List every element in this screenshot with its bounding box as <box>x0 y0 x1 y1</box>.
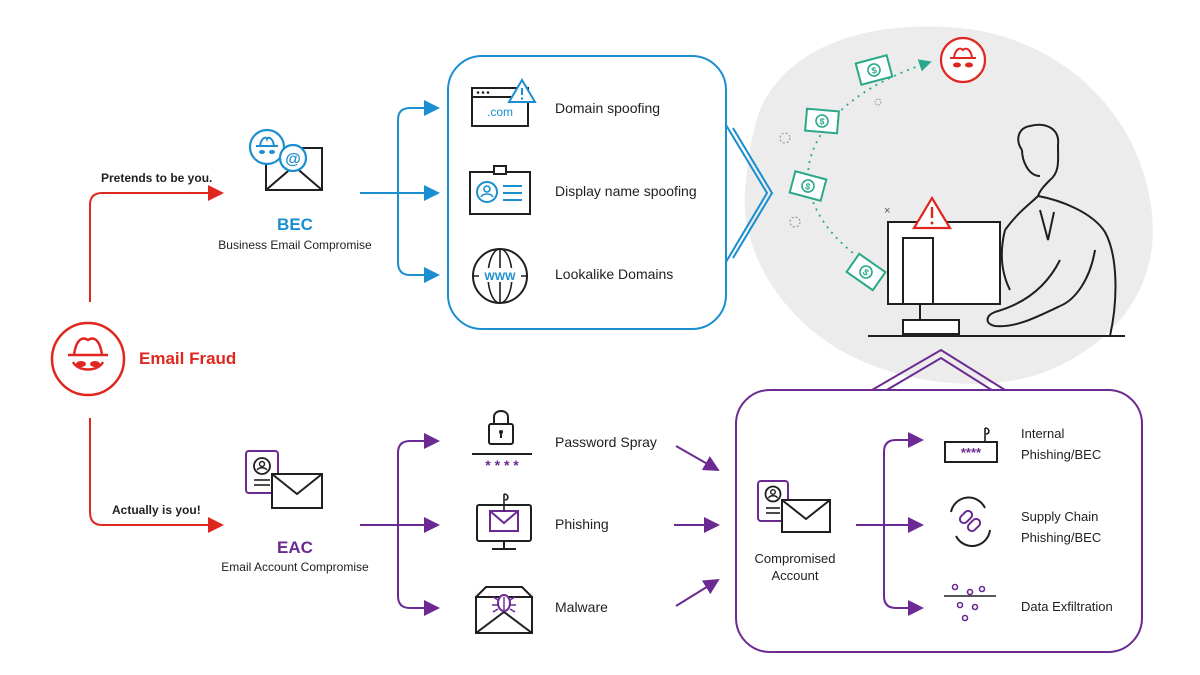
chain-link-icon <box>950 496 991 547</box>
outcome-internal-line1: Internal <box>1021 426 1065 441</box>
password-field-icon: **** <box>944 427 998 463</box>
method-phishing: Phishing <box>555 516 609 532</box>
scene-background <box>744 26 1153 384</box>
email-fraud-label: Email Fraud <box>139 349 237 368</box>
money-trail <box>779 54 932 292</box>
compromised-account-box <box>735 389 1143 653</box>
method-malware: Malware <box>555 599 608 615</box>
bec-title: BEC <box>277 215 313 234</box>
outcome-data-exfiltration: Data Exfiltration <box>1021 599 1113 614</box>
warning-icon: × <box>884 195 952 230</box>
id-badge-icon <box>469 165 531 215</box>
connector-to-eac <box>89 418 224 533</box>
outcome-supply-line1: Supply Chain <box>1021 509 1099 524</box>
money-bill-icon <box>804 107 840 135</box>
outcome-supply-line2: Phishing/BEC <box>1021 530 1102 545</box>
actually-label: Actually is you! <box>112 503 201 517</box>
svg-text:×: × <box>884 205 890 217</box>
method-lookalike-domains: Lookalike Domains <box>555 266 674 282</box>
phishing-monitor-icon <box>476 493 532 550</box>
browser-warning-icon: .com <box>471 78 537 127</box>
method-domain-spoofing: Domain spoofing <box>555 100 661 116</box>
globe-icon: WWW <box>472 248 528 304</box>
password-field-text: **** <box>961 445 982 460</box>
id-email-icon <box>757 480 831 533</box>
connector-eac-bracket <box>360 440 438 609</box>
spy-icon <box>50 321 126 397</box>
bec-chevron <box>725 124 769 263</box>
eac-chevron <box>871 348 1006 391</box>
spy-email-icon: @ <box>248 128 323 191</box>
connector-to-bec <box>89 185 224 302</box>
globe-www-text: WWW <box>484 271 516 283</box>
method-display-name-spoofing: Display name spoofing <box>555 183 697 199</box>
spy-icon <box>939 36 987 84</box>
connector-bec-bracket <box>360 107 438 276</box>
data-scatter-icon <box>944 583 996 622</box>
eac-subtitle: Email Account Compromise <box>221 560 369 574</box>
victim-at-computer-icon <box>868 123 1125 337</box>
eac-title: EAC <box>277 538 313 557</box>
compromised-label-line1: Compromised <box>754 551 836 566</box>
compromised-label-line2: Account <box>771 568 819 583</box>
password-stars-text: * * * * <box>485 457 519 473</box>
connector-outcomes-bracket <box>856 439 922 609</box>
bec-subtitle: Business Email Compromise <box>218 238 372 252</box>
bug-email-icon <box>475 586 533 634</box>
id-email-icon <box>245 450 323 509</box>
method-password-spray: Password Spray <box>555 434 657 450</box>
pretends-label: Pretends to be you. <box>101 171 213 185</box>
svg-text:@: @ <box>285 151 301 168</box>
outcome-internal-line2: Phishing/BEC <box>1021 447 1102 462</box>
browser-com-text: .com <box>487 105 513 119</box>
lock-password-icon: * * * * <box>472 410 532 473</box>
